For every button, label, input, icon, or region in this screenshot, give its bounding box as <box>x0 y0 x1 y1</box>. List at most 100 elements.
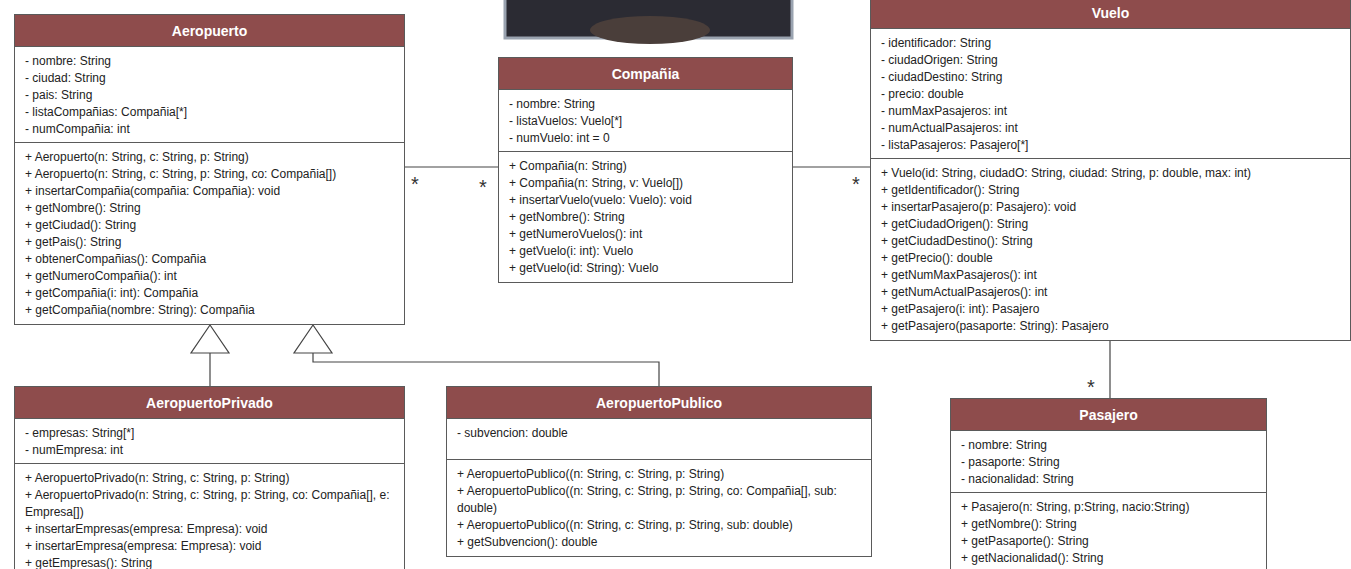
attribute: - nombre: String <box>25 53 396 70</box>
attribute: - ciudadDestino: String <box>881 69 1342 86</box>
attribute: - identificador: String <box>881 35 1342 52</box>
method: + getPasajero(pasaporte: String): Pasaje… <box>881 318 1342 335</box>
attribute: - nombre: String <box>509 96 784 113</box>
method: + getPasajero(i: int): Pasajero <box>881 301 1342 318</box>
method: + getIdentificador(): String <box>881 182 1342 199</box>
attribute-compartment: - nombre: String- listaVuelos: Vuelo[*]-… <box>499 90 792 151</box>
attribute: - listaVuelos: Vuelo[*] <box>509 113 784 130</box>
attribute: - numMaxPasajeros: int <box>881 103 1342 120</box>
method: + getPais(): String <box>25 234 396 251</box>
multiplicity: * <box>479 177 487 197</box>
method: + getPasaporte(): String <box>961 533 1258 550</box>
method: + getVuelo(id: String): Vuelo <box>509 260 784 277</box>
method: + getCiudadDestino(): String <box>881 233 1342 250</box>
attribute: - empresas: String[*] <box>25 425 396 442</box>
connector-line <box>1109 341 1110 398</box>
method-compartment: + Compañia(n: String)+ Compañia(n: Strin… <box>499 151 792 282</box>
attribute: - ciudadOrigen: String <box>881 52 1342 69</box>
method: + Compañia(n: String) <box>509 158 784 175</box>
attribute: - nacionalidad: String <box>961 471 1258 488</box>
method: + insertarEmpresa(empresa: Empresa): voi… <box>25 538 396 555</box>
attribute-compartment: - empresas: String[*]- numEmpresa: int <box>15 419 404 463</box>
attribute: - subvencion: double <box>457 425 863 442</box>
method: + getEmpresas(): String <box>25 555 396 569</box>
connector-line <box>793 166 870 167</box>
method: + getNumeroCompañia(): int <box>25 268 396 285</box>
connector <box>793 167 870 168</box>
method: + Aeropuerto(n: String, c: String, p: St… <box>25 166 396 183</box>
class-box: AeropuertoPrivado- empresas: String[*]- … <box>14 386 405 569</box>
connector-line <box>313 353 659 386</box>
method: + insertarVuelo(vuelo: Vuelo): void <box>509 192 784 209</box>
class-name: Aeropuerto <box>15 15 404 47</box>
method: + insertarPasajero(p: Pasajero): void <box>881 199 1342 216</box>
method: + Pasajero(n: String, p:String, nacio:St… <box>961 499 1258 516</box>
class-box: Pasajero- nombre: String- pasaporte: Str… <box>950 398 1267 569</box>
multiplicity: * <box>411 174 419 194</box>
attribute-compartment: - nombre: String- ciudad: String- pais: … <box>15 47 404 142</box>
attribute: - ciudad: String <box>25 70 396 87</box>
method: + insertarEmpresas(empresa: Empresa): vo… <box>25 521 396 538</box>
method: + getNumActualPasajeros(): int <box>881 284 1342 301</box>
method: + getNombre(): String <box>25 200 396 217</box>
class-name: Vuelo <box>871 0 1350 29</box>
method: + AeropuertoPrivado(n: String, c: String… <box>25 487 396 521</box>
method: + getNumMaxPasajeros(): int <box>881 267 1342 284</box>
connector <box>405 167 498 168</box>
multiplicity: * <box>852 174 860 194</box>
method: + getPrecio(): double <box>881 250 1342 267</box>
attribute: - listaPasajeros: Pasajero[*] <box>881 137 1342 154</box>
multiplicity: * <box>1087 377 1095 397</box>
attribute-compartment: - identificador: String- ciudadOrigen: S… <box>871 29 1350 158</box>
class-box: AeropuertoPublico - subvencion: double + A… <box>446 386 872 557</box>
webcam-figure <box>590 16 710 44</box>
method: + getNombre(): String <box>509 209 784 226</box>
method: + getCiudad(): String <box>25 217 396 234</box>
method-compartment: + Aeropuerto(n: String, c: String, p: St… <box>15 142 404 324</box>
connector <box>1110 341 1111 398</box>
method: + getCompañia(nombre: String): Compañia <box>25 302 396 319</box>
method-compartment: + Vuelo(id: String, ciudadO: String, ciu… <box>871 158 1350 340</box>
attribute: - nombre: String <box>961 437 1258 454</box>
method: + Vuelo(id: String, ciudadO: String, ciu… <box>881 165 1342 182</box>
class-name: AeropuertoPublico <box>447 387 871 419</box>
class-box: Vuelo- identificador: String- ciudadOrig… <box>870 0 1351 341</box>
method: + getSubvencion(): double <box>457 534 863 551</box>
method: + AeropuertoPublico((n: String, c: Strin… <box>457 517 863 534</box>
connector <box>191 325 229 386</box>
attribute: - numVuelo: int = 0 <box>509 130 784 147</box>
class-box: Aeropuerto- nombre: String- ciudad: Stri… <box>14 14 405 325</box>
attribute: - pasaporte: String <box>961 454 1258 471</box>
method: + getNumeroVuelos(): int <box>509 226 784 243</box>
method: + getVuelo(i: int): Vuelo <box>509 243 784 260</box>
attribute: - numCompañia: int <box>25 121 396 138</box>
attribute-compartment: - subvencion: double <box>447 419 871 459</box>
method: + getCompañia(i: int): Compañia <box>25 285 396 302</box>
method-compartment: + AeropuertoPrivado(n: String, c: String… <box>15 463 404 569</box>
connector-line <box>405 166 498 167</box>
attribute: - listaCompañias: Compañia[*] <box>25 104 396 121</box>
attribute: - precio: double <box>881 86 1342 103</box>
inheritance-arrowhead <box>294 325 332 353</box>
class-name: Pasajero <box>951 399 1266 431</box>
attribute: - pais: String <box>25 87 396 104</box>
method-compartment: + AeropuertoPublico((n: String, c: Strin… <box>447 459 871 556</box>
method: + obtenerCompañias(): Compañia <box>25 251 396 268</box>
class-name: AeropuertoPrivado <box>15 387 404 419</box>
method: + AeropuertoPublico((n: String, c: Strin… <box>457 483 863 517</box>
class-box: Compañia- nombre: String- listaVuelos: V… <box>498 57 793 283</box>
attribute: - numEmpresa: int <box>25 442 396 459</box>
class-name: Compañia <box>499 58 792 90</box>
connector <box>294 325 659 386</box>
method: + getNombre(): String <box>961 516 1258 533</box>
method: + insertarCompañia(compañia: Compañia): … <box>25 183 396 200</box>
method: + Compañia(n: String, v: Vuelo[]) <box>509 175 784 192</box>
method: + AeropuertoPrivado(n: String, c: String… <box>25 470 396 487</box>
inheritance-arrowhead <box>191 325 229 353</box>
method: + AeropuertoPublico((n: String, c: Strin… <box>457 466 863 483</box>
attribute: - numActualPasajeros: int <box>881 120 1342 137</box>
method: + getNacionalidad(): String <box>961 550 1258 567</box>
attribute-compartment: - nombre: String- pasaporte: String- nac… <box>951 431 1266 492</box>
connector-line <box>209 353 210 386</box>
